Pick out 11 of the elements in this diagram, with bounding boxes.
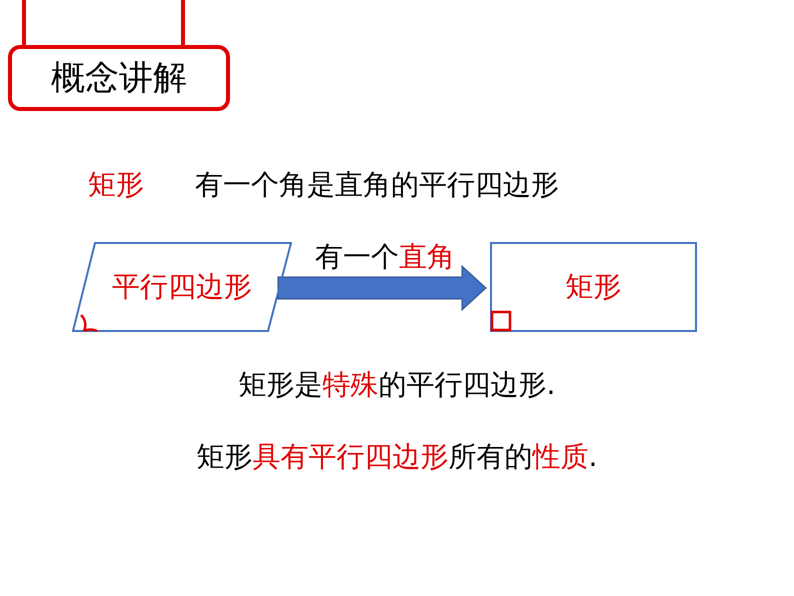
title-box: 概念讲解 (8, 45, 230, 111)
parallelogram-shape (72, 242, 292, 332)
term-label: 矩形 (88, 167, 144, 203)
edge-label: 有一个直角 (314, 239, 456, 275)
shape-label: 矩形 (566, 269, 622, 305)
definition-text: 有一个角是直角的平行四边形 (195, 167, 559, 203)
block-arrow (278, 264, 487, 312)
statement-text: 矩形是特殊的平行四边形. (238, 367, 556, 403)
rectangle-shape (490, 242, 697, 332)
shape-label: 平行四边形 (112, 269, 252, 305)
statement-text: 矩形具有平行四边形所有的性质. (196, 439, 598, 475)
